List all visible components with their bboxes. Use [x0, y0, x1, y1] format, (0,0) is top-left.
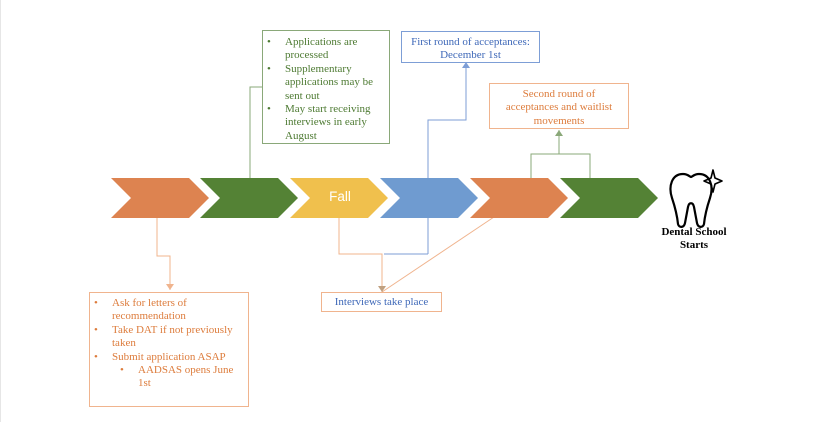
chevron-winter [380, 178, 478, 218]
interviews-box: Interviews take place [321, 292, 442, 312]
summer-notes-list: Applications are processed Supplementary… [263, 36, 383, 143]
spring2-arrowhead [555, 130, 563, 136]
stage-label-spring-1: Spring [141, 11, 181, 26]
list-item: Submit application ASAP [90, 351, 242, 365]
spring-arrowhead [166, 284, 174, 290]
chevron-spring-1 [111, 178, 209, 218]
chevron-summer-2 [560, 178, 658, 218]
list-item: May start receiving interviews in early … [263, 103, 383, 143]
fall-connector [338, 217, 383, 292]
left-border [0, 0, 1, 422]
spring2-notes-box: Second round of acceptances and waitlist… [489, 83, 629, 129]
sparkle-icon [703, 169, 723, 193]
winter-notes-text: First round of acceptances: December 1st [411, 36, 530, 62]
summer-connector [249, 86, 262, 180]
winter-notes-box: First round of acceptances: December 1st [401, 31, 540, 63]
spring2-notes-text: Second round of acceptances and waitlist… [505, 88, 613, 127]
stage-label-summer-1: Summer [224, 11, 276, 26]
chevron-fall [290, 178, 388, 218]
list-item: Supplementary applications may be sent o… [263, 63, 383, 103]
spring-connector [156, 217, 171, 290]
list-item: Applications are processed [263, 36, 383, 63]
winter-arrowhead [462, 62, 470, 68]
end-label: Dental School Starts [661, 226, 727, 252]
spring-notes-box: Ask for letters of recommendation Take D… [89, 292, 249, 407]
list-item: Ask for letters of recommendation [90, 297, 242, 324]
stage-label-summer-2: Summer [584, 11, 636, 26]
winter-connector [427, 62, 467, 178]
stage-label-winter: Winter [410, 11, 450, 26]
stage-label-fall: Fall [329, 189, 351, 204]
list-subitem: AADSAS opens June 1st [90, 364, 242, 391]
summer-notes-box: Applications are processed Supplementary… [262, 30, 390, 144]
chevron-spring-2 [470, 178, 568, 218]
interviews-arrowhead [378, 286, 386, 292]
list-item: Take DAT if not previously taken [90, 324, 242, 351]
interviews-text: Interviews take place [334, 296, 429, 308]
chevron-summer-1 [200, 178, 298, 218]
spring2-down-connector [381, 216, 495, 293]
tooth-icon [669, 172, 713, 228]
spring-notes-list: Ask for letters of recommendation Take D… [90, 297, 242, 391]
spring2-connector [530, 153, 591, 178]
stage-label-spring-2: Spring [500, 11, 540, 26]
